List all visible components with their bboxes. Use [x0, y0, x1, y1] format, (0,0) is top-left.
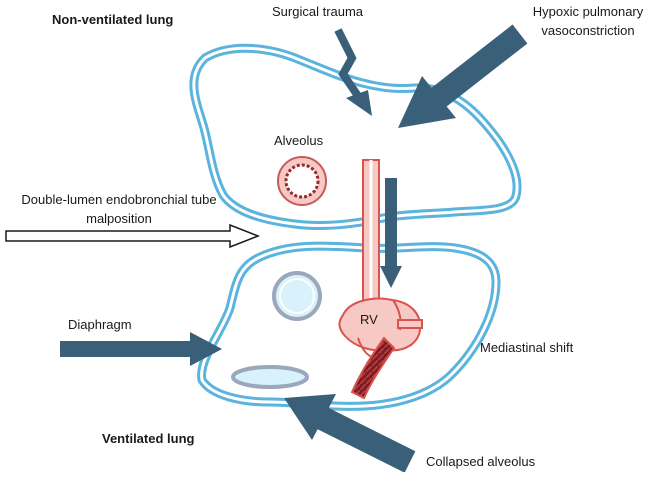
hpv-label-line1: Hypoxic pulmonary [532, 4, 644, 19]
ventilated-lung-label: Ventilated lung [102, 431, 195, 446]
ventilated-alveolus-icon [272, 271, 322, 321]
surgical-trauma-label: Surgical trauma [272, 4, 364, 19]
mediastinal-down-arrow [380, 178, 402, 288]
dlt-label-line2: malposition [86, 211, 152, 226]
diaphragm-arrow [60, 332, 222, 366]
hpv-label-line2: vasoconstriction [541, 23, 635, 38]
surgical-trauma-arrow [334, 28, 362, 99]
pulmonary-vessel [362, 159, 380, 311]
right-ventricle-icon [338, 297, 423, 361]
hpv-arrow [398, 24, 528, 128]
surgical-trauma-arrowhead [346, 90, 372, 116]
dlt-label: Double-lumen endobronchial tube malposit… [0, 192, 238, 227]
dlt-malposition-arrow [5, 223, 261, 249]
hpv-label: Hypoxic pulmonary vasoconstriction [520, 4, 656, 39]
collapsed-alveolus-arrow [284, 394, 416, 473]
mediastinal-shift-label: Mediastinal shift [480, 340, 574, 355]
diaphragm-label: Diaphragm [68, 317, 132, 332]
collapsed-alveolus-icon [231, 365, 309, 389]
rv-label: RV [360, 312, 378, 327]
alveolus-label: Alveolus [274, 133, 324, 148]
dlt-label-line1: Double-lumen endobronchial tube [21, 192, 217, 207]
aorta-vessel [350, 336, 396, 400]
non-ventilated-lung-label: Non-ventilated lung [52, 12, 174, 27]
alveolus-crenated-icon [277, 156, 327, 206]
collapsed-alveolus-label: Collapsed alveolus [426, 454, 536, 469]
